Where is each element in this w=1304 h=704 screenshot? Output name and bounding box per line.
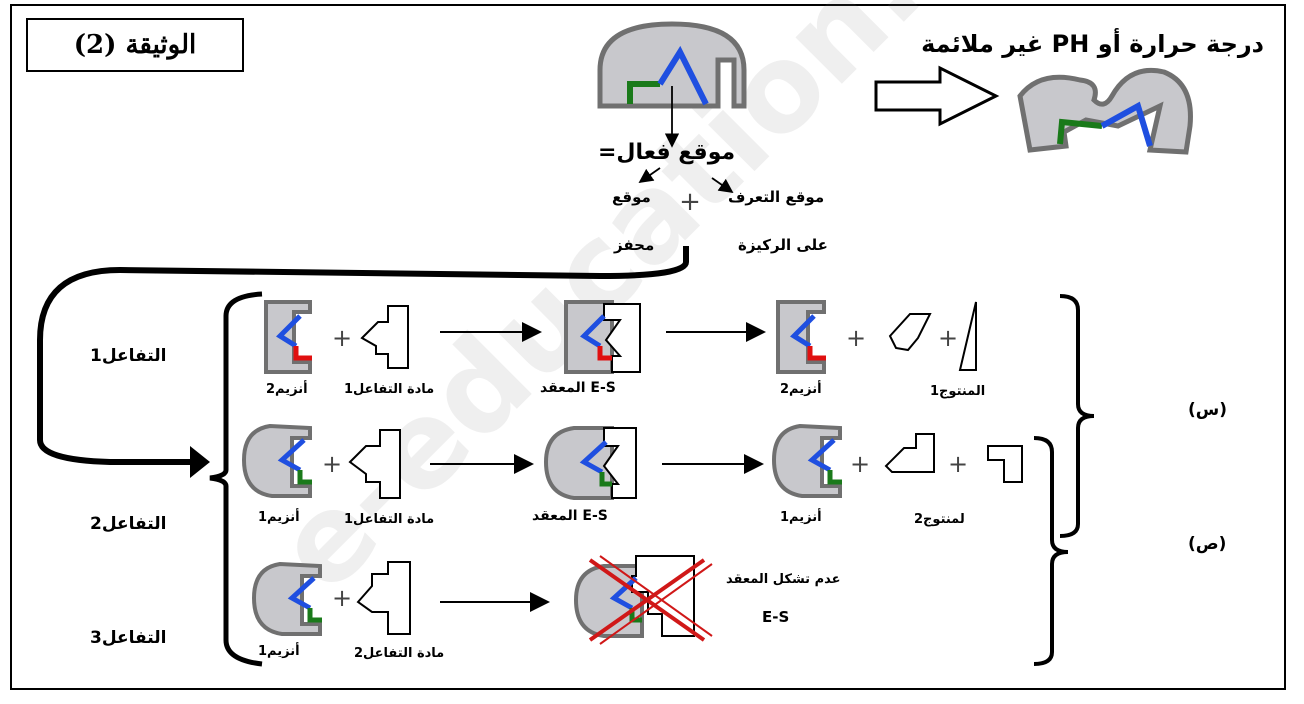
r2-enzyme-caption: أنزيم1 bbox=[258, 510, 300, 525]
brace-y bbox=[1033, 436, 1069, 666]
r2-complex-caption: E-S المعقد bbox=[532, 508, 608, 524]
product2-part-a bbox=[884, 433, 935, 473]
no-complex-r3 bbox=[573, 555, 713, 645]
plus-r1-b: + bbox=[846, 324, 866, 352]
group-y-label: (ص) bbox=[1188, 534, 1227, 554]
condition-label: درجة حرارة أو PH غير ملائمة bbox=[921, 30, 1264, 58]
reaction1-enzyme2-after bbox=[776, 300, 826, 374]
reaction2-label: التفاعل2 bbox=[90, 514, 167, 534]
arrow-to-catalytic bbox=[638, 167, 661, 184]
r1-product-caption: المنتوج1 bbox=[930, 384, 986, 399]
plus-r2-b: + bbox=[850, 450, 870, 478]
plus-r3-a: + bbox=[332, 584, 352, 612]
r1-enzyme-caption: أنزيم2 bbox=[266, 382, 308, 397]
plus-sign: + bbox=[679, 187, 701, 217]
product2-part-b bbox=[987, 445, 1023, 483]
r1-substrate-caption: مادة التفاعل1 bbox=[344, 382, 435, 397]
group-x-label: (س) bbox=[1188, 400, 1227, 420]
plus-r2-c: + bbox=[948, 450, 968, 478]
reaction2-enzyme1-after bbox=[771, 423, 842, 498]
recognition-site-label-2: على الركيزة bbox=[738, 236, 828, 254]
r2-substrate-caption: مادة التفاعل1 bbox=[344, 512, 435, 527]
active-site-label: موقع فعال= bbox=[598, 140, 736, 165]
reaction3-label: التفاعل3 bbox=[90, 628, 167, 648]
catalytic-site-label-1: موقع bbox=[612, 188, 651, 206]
r1-complex-caption: E-S المعقد bbox=[540, 380, 616, 396]
substrate1-r2 bbox=[348, 429, 401, 499]
substrate2-r3 bbox=[356, 561, 411, 635]
recognition-site-label-1: موقع التعرف bbox=[728, 188, 825, 206]
r3-no-complex-caption-1: عدم تشكل المعقد bbox=[726, 572, 841, 587]
left-bracket bbox=[209, 291, 263, 667]
substrate1-r1 bbox=[360, 305, 409, 369]
document-title-box: الوثيقة (2) bbox=[26, 18, 244, 72]
denatured-enzyme bbox=[1017, 67, 1193, 155]
brace-x bbox=[1059, 294, 1095, 538]
curved-arrow bbox=[37, 246, 689, 465]
hollow-arrow bbox=[874, 65, 1000, 127]
curved-arrow-head bbox=[190, 446, 210, 478]
catalytic-site-label-2: محفز bbox=[614, 236, 655, 254]
r2-product-caption: لمنتوج2 bbox=[914, 512, 965, 527]
r2-enzyme-after-caption: أنزيم1 bbox=[780, 510, 822, 525]
r3-enzyme-caption: أنزيم1 bbox=[258, 644, 300, 659]
complex-r2 bbox=[543, 426, 637, 500]
plus-r1-a: + bbox=[332, 324, 352, 352]
top-enzyme bbox=[597, 21, 747, 109]
r3-substrate-caption: مادة التفاعل2 bbox=[354, 646, 445, 661]
complex-r1 bbox=[564, 300, 641, 374]
reaction2-enzyme1 bbox=[241, 423, 312, 498]
reaction1-enzyme2 bbox=[264, 300, 312, 374]
arrow-to-recognition bbox=[711, 177, 734, 194]
document-title: الوثيقة (2) bbox=[73, 30, 197, 60]
r3-no-complex-caption-2: E-S bbox=[762, 608, 790, 626]
plus-r1-c: + bbox=[938, 324, 958, 352]
plus-r2-a: + bbox=[322, 450, 342, 478]
product1-part-b bbox=[958, 301, 977, 371]
r1-enzyme-after-caption: أنزيم2 bbox=[780, 382, 822, 397]
reaction3-enzyme1 bbox=[251, 561, 322, 636]
product1-part-a bbox=[888, 313, 932, 352]
reaction1-label: التفاعل1 bbox=[90, 346, 167, 366]
